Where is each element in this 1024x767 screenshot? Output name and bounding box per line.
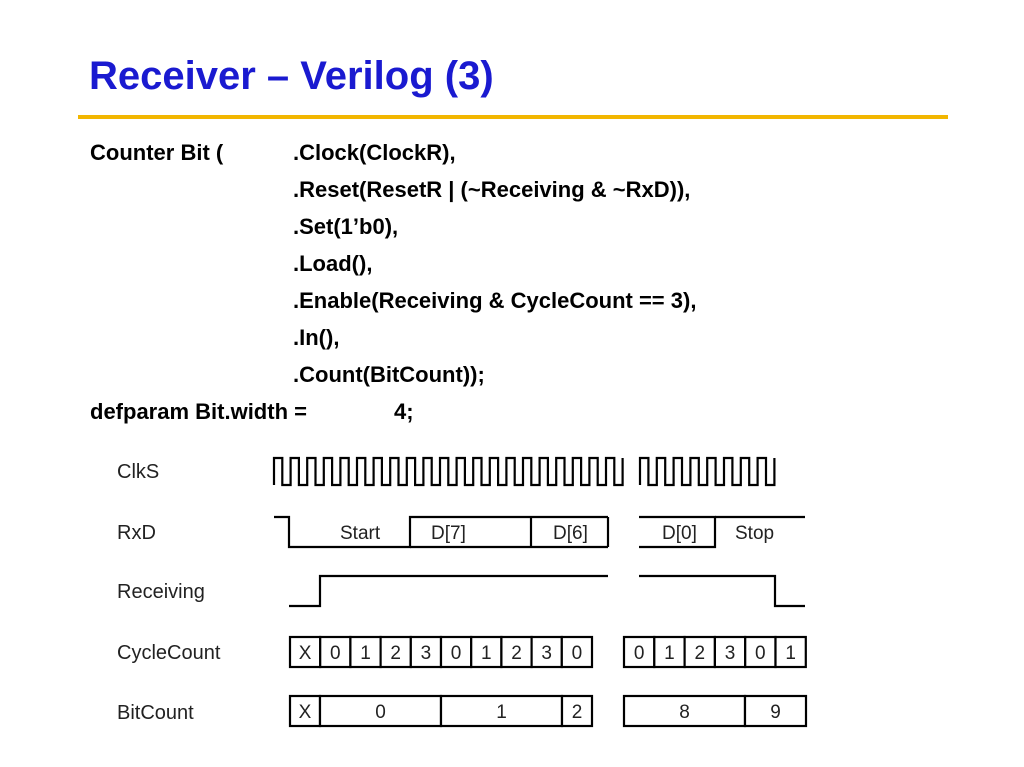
slide-title: Receiver – Verilog (3) xyxy=(89,54,494,98)
cyclecount-seg1-cell xyxy=(409,635,443,669)
cyclecount-seg1-cell xyxy=(288,635,322,669)
code-line-4: .Load(), xyxy=(293,251,373,276)
cyclecount-seg1-cell xyxy=(349,635,382,669)
cyclecount-seg1-value: X xyxy=(299,643,312,664)
code-line-3: .Set(1’b0), xyxy=(293,214,399,239)
cyclecount-seg1-value: 2 xyxy=(511,643,522,664)
cyclecount-seg1-value: 1 xyxy=(481,643,492,664)
bitcount-seg1-value: X xyxy=(299,702,312,723)
code-prefix-1: Counter Bit ( xyxy=(90,140,224,165)
rxd-waveform-part2 xyxy=(639,515,717,549)
signal-label-cyclecount: CycleCount xyxy=(117,642,221,664)
signal-label-rxd: RxD xyxy=(117,522,156,544)
bitcount-seg1-cell xyxy=(560,694,594,728)
cyclecount-seg1-cell xyxy=(470,635,503,669)
clks-waveform-part1 xyxy=(272,456,624,487)
cyclecount-seg2-value: 0 xyxy=(755,643,766,664)
rxd-label-d7: D[7] xyxy=(431,523,466,544)
code-line-5: .Enable(Receiving & CycleCount == 3), xyxy=(293,288,697,313)
code-line-6: .In(), xyxy=(293,325,340,350)
defparam-value: 4; xyxy=(394,399,414,424)
rxd-waveform-part1 xyxy=(274,515,608,549)
code-line-2: .Reset(ResetR | (~Receiving & ~RxD)), xyxy=(293,177,691,202)
cyclecount-seg1-value: 0 xyxy=(451,643,462,664)
rxd-label-d6: D[6] xyxy=(553,523,588,544)
cyclecount-seg1-cell xyxy=(560,635,594,669)
bitcount-seg2-cell xyxy=(743,694,808,728)
cyclecount-seg1-value: 3 xyxy=(421,643,432,664)
rxd-label-d0: D[0] xyxy=(662,523,697,544)
bitcount-seg2-value: 9 xyxy=(770,702,781,723)
bitcount-seg1-value: 1 xyxy=(496,702,507,723)
receiving-waveform-part2 xyxy=(639,574,805,608)
bitcount-bus: X 0 1 2 8 9 xyxy=(288,694,808,728)
defparam-prefix: defparam Bit.width = xyxy=(90,399,307,424)
cyclecount-seg1-value: 2 xyxy=(390,643,401,664)
signal-label-clks: ClkS xyxy=(117,461,159,483)
cyclecount-seg1-cell xyxy=(379,635,412,669)
bitcount-seg1-value: 2 xyxy=(572,702,583,723)
cyclecount-seg2-value: 2 xyxy=(694,643,705,664)
bitcount-seg1-value: 0 xyxy=(375,702,386,723)
rxd-label-stop: Stop xyxy=(735,523,774,544)
cyclecount-seg1-cell xyxy=(500,635,533,669)
cyclecount-seg2-value: 0 xyxy=(634,643,645,664)
signal-label-bitcount: BitCount xyxy=(117,702,194,724)
cyclecount-seg2-value: 1 xyxy=(664,643,675,664)
cyclecount-seg1-cell xyxy=(530,635,563,669)
title-underline xyxy=(78,115,948,119)
cyclecount-seg1-value: 0 xyxy=(572,643,583,664)
cyclecount-seg1-value: 0 xyxy=(330,643,341,664)
cyclecount-seg1-value: 3 xyxy=(541,643,552,664)
rxd-label-start: Start xyxy=(340,523,381,544)
bitcount-seg2-value: 8 xyxy=(679,702,690,723)
receiving-waveform-part1 xyxy=(289,574,608,608)
bitcount-seg2-cell xyxy=(622,694,747,728)
clks-waveform-part2 xyxy=(638,456,776,487)
code-line-1: .Clock(ClockR), xyxy=(293,140,456,165)
cyclecount-seg2-cell xyxy=(653,635,686,669)
cyclecount-seg2-value: 1 xyxy=(785,643,796,664)
cyclecount-seg2-cell xyxy=(774,635,807,669)
bitcount-seg1-cell xyxy=(318,694,443,728)
signal-label-receiving: Receiving xyxy=(117,581,205,603)
cyclecount-seg1-value: 1 xyxy=(360,643,371,664)
cyclecount-seg2-value: 3 xyxy=(725,643,736,664)
cyclecount-seg2-cell xyxy=(622,635,656,669)
code-line-7: .Count(BitCount)); xyxy=(293,362,485,387)
